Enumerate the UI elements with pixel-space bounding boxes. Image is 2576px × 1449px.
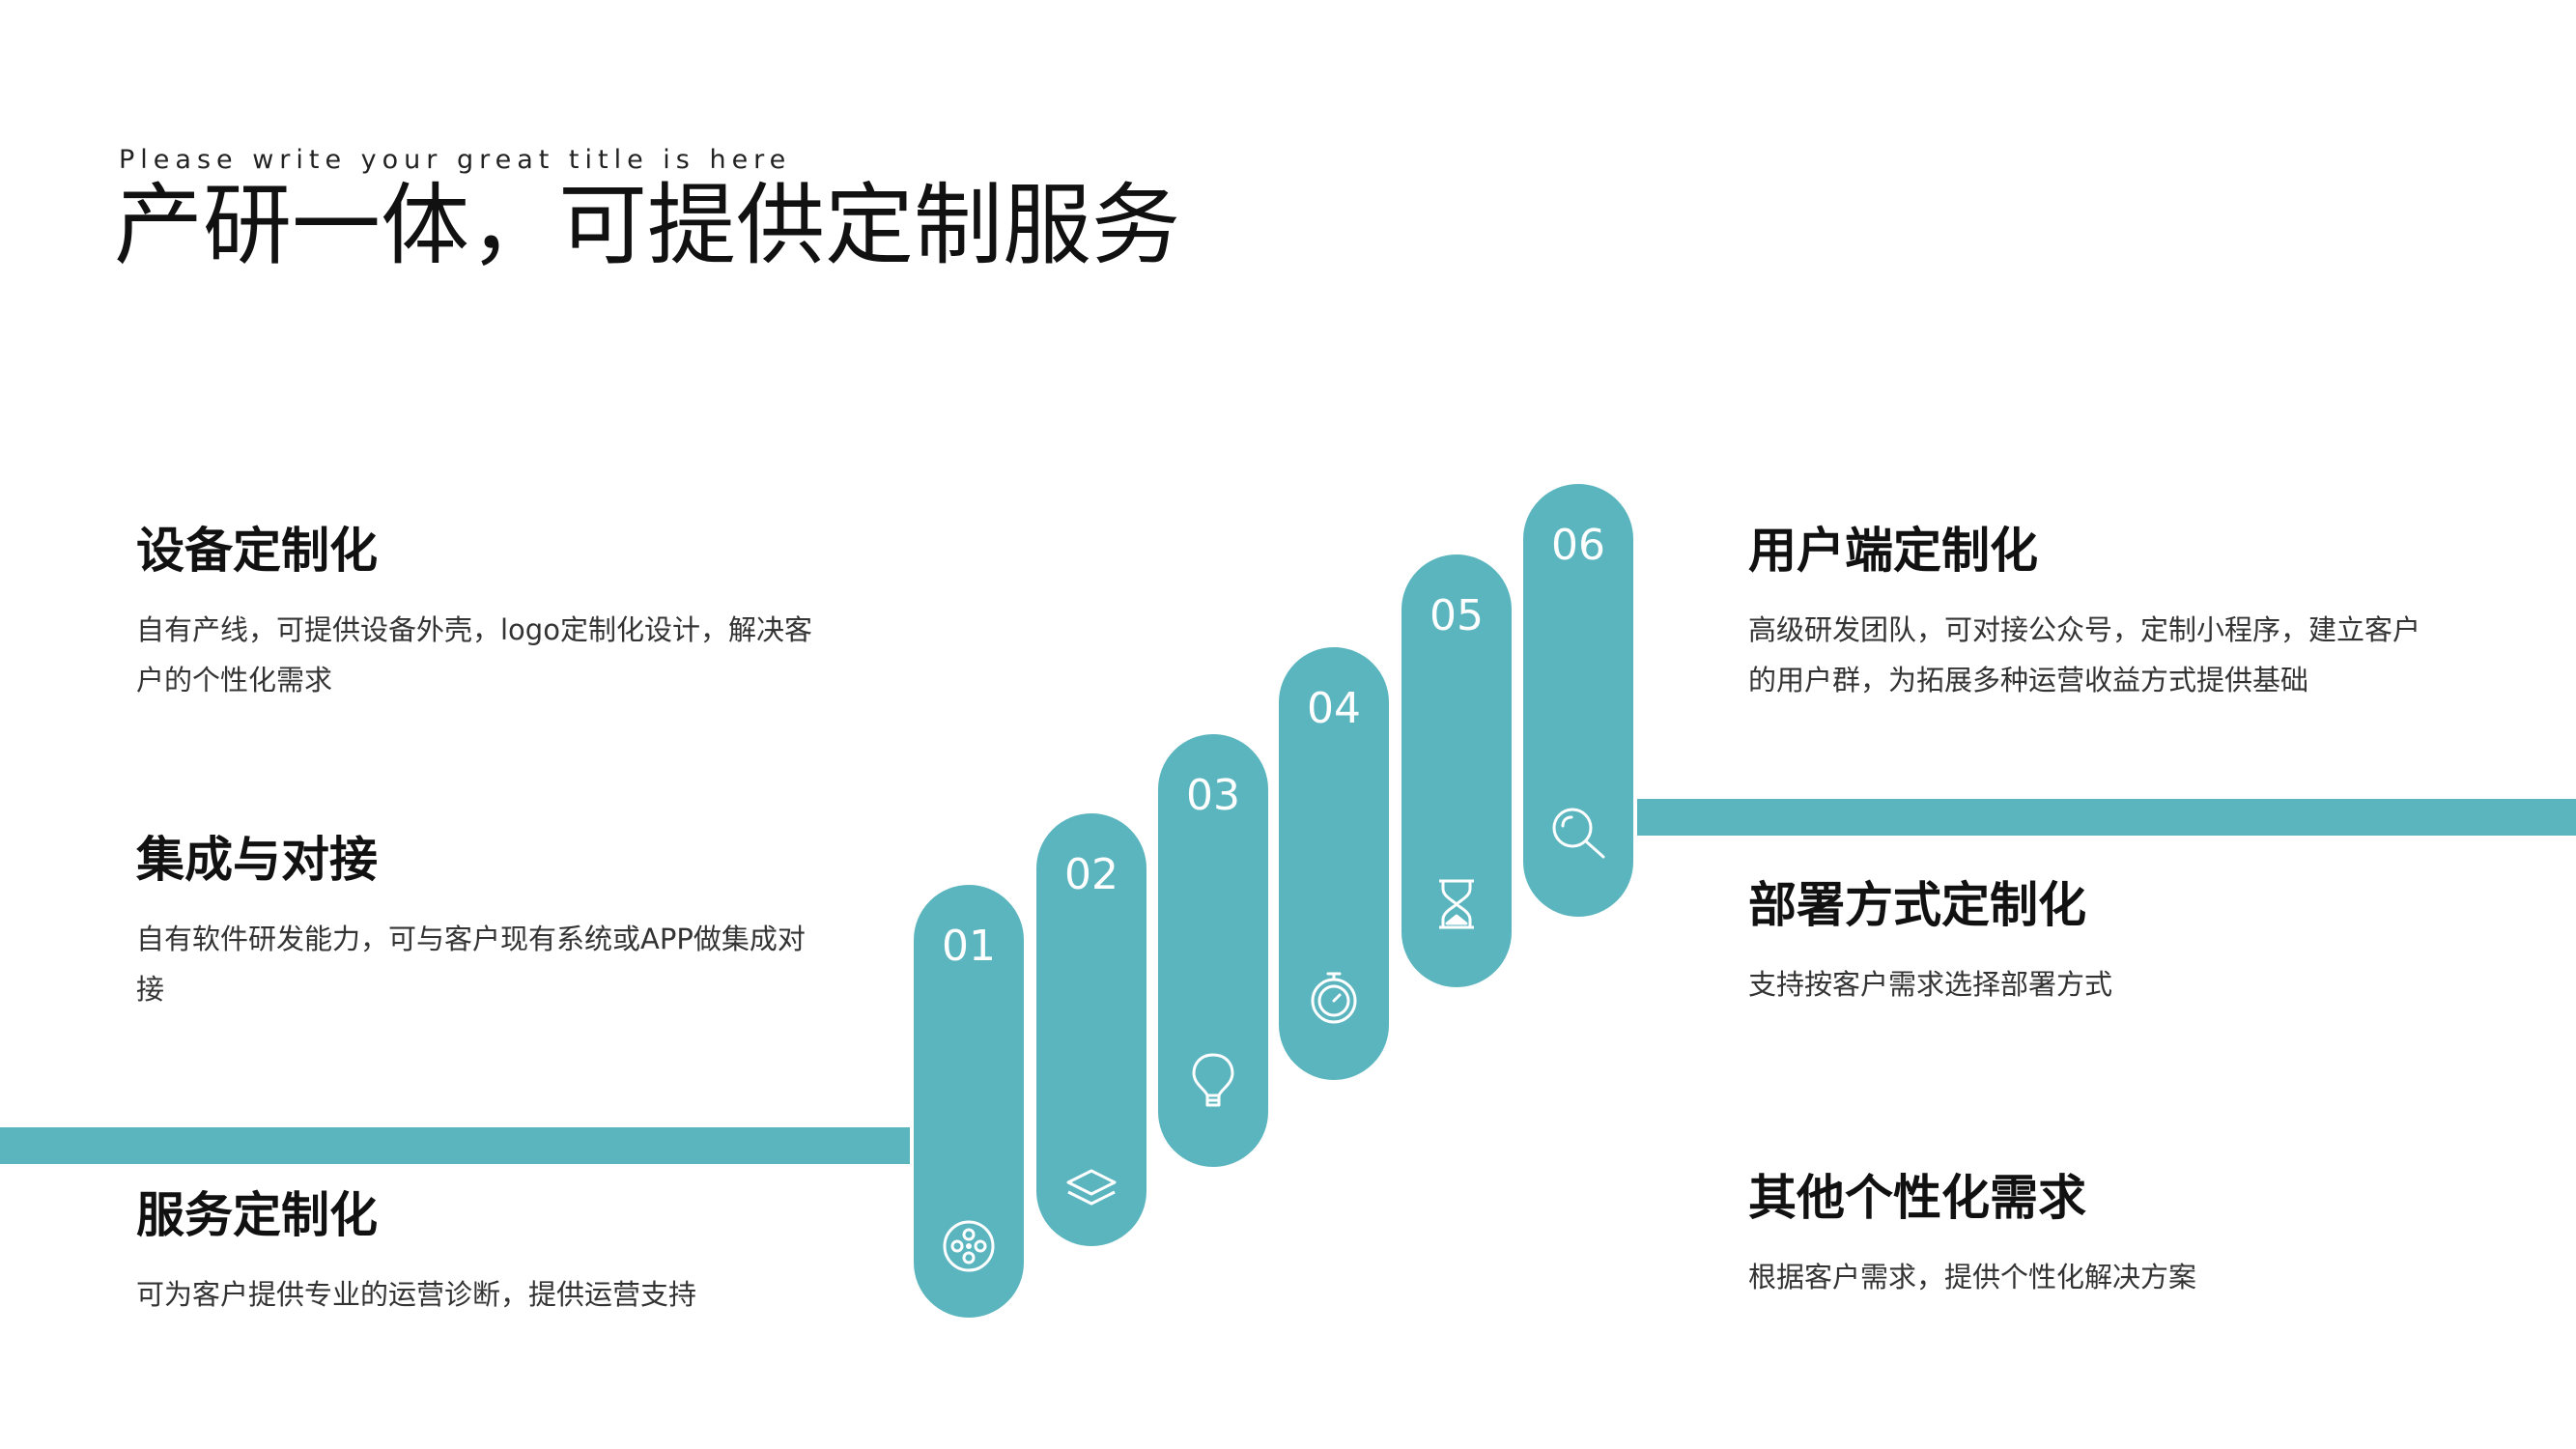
right-item-client: 用户端定制化 高级研发团队，可对接公众号，定制小程序，建立客户的用户群，为拓展多… <box>1748 522 2444 705</box>
left-item-integration: 集成与对接 自有软件研发能力，可与客户现有系统或APP做集成对接 <box>136 831 832 1014</box>
step-number: 05 <box>1430 591 1484 640</box>
item-title: 设备定制化 <box>136 523 378 579</box>
step-number: 01 <box>942 922 996 971</box>
item-title: 其他个性化需求 <box>1748 1170 2086 1226</box>
slide-title: 产研一体，可提供定制服务 <box>114 174 1181 277</box>
item-description: 支持按客户需求选择部署方式 <box>1748 968 2113 1001</box>
item-description: 高级研发团队，可对接公众号，定制小程序，建立客户的用户群，为拓展多种运营收益方式… <box>1748 613 2421 696</box>
step-pill-01: 01 <box>910 881 1028 1321</box>
item-description: 可为客户提供专业的运营诊断，提供运营支持 <box>136 1278 697 1311</box>
step-number: 02 <box>1064 850 1118 899</box>
step-pill-06: 06 <box>1519 480 1637 921</box>
step-pill-05: 05 <box>1398 551 1515 991</box>
item-description: 根据客户需求，提供个性化解决方案 <box>1748 1261 2197 1293</box>
film-reel-icon <box>938 1215 1000 1277</box>
search-icon <box>1547 803 1609 865</box>
hot-air-balloon-icon <box>1182 1049 1244 1111</box>
step-pill-03: 03 <box>1154 730 1272 1171</box>
item-title: 部署方式定制化 <box>1748 877 2086 933</box>
left-item-equipment: 设备定制化 自有产线，可提供设备外壳，logo定制化设计，解决客户的个性化需求 <box>136 522 832 705</box>
item-description: 自有软件研发能力，可与客户现有系统或APP做集成对接 <box>136 923 806 1006</box>
left-connector-bar <box>0 1127 913 1164</box>
hourglass-icon <box>1426 873 1487 935</box>
item-title: 用户端定制化 <box>1748 523 2038 579</box>
left-item-service: 服务定制化 可为客户提供专业的运营诊断，提供运营支持 <box>136 1186 832 1320</box>
step-number: 06 <box>1551 521 1605 570</box>
step-number: 04 <box>1307 684 1361 733</box>
item-title: 集成与对接 <box>136 832 378 888</box>
right-item-other: 其他个性化需求 根据客户需求，提供个性化解决方案 <box>1748 1169 2444 1302</box>
item-description: 自有产线，可提供设备外壳，logo定制化设计，解决客户的个性化需求 <box>136 613 812 696</box>
step-pill-02: 02 <box>1033 810 1150 1250</box>
step-pill-04: 04 <box>1275 643 1393 1084</box>
right-item-deployment: 部署方式定制化 支持按客户需求选择部署方式 <box>1748 876 2444 1009</box>
layers-icon <box>1061 1159 1122 1221</box>
right-connector-bar <box>1632 799 2576 836</box>
step-number: 03 <box>1186 771 1240 820</box>
item-title: 服务定制化 <box>136 1187 378 1243</box>
slide-subtitle: Please write your great title is here <box>119 145 792 175</box>
stopwatch-icon <box>1303 966 1365 1028</box>
